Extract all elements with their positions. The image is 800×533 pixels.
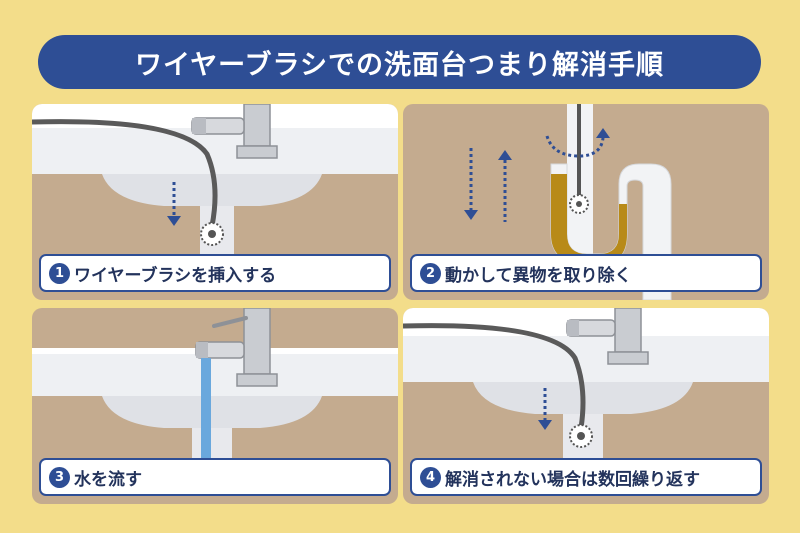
brush-head-icon <box>200 222 224 246</box>
step-2-panel: 2 動かして異物を取り除く <box>403 104 769 300</box>
water-stream <box>201 358 211 488</box>
up-arrow-icon <box>498 150 512 222</box>
down-arrow-icon <box>464 148 478 220</box>
step-number-badge: 3 <box>49 466 70 488</box>
brush-head-icon <box>569 424 593 448</box>
step-number-badge: 4 <box>420 466 441 488</box>
step-3-illustration <box>32 308 398 488</box>
step-1-panel: 1 ワイヤーブラシを挿入する <box>32 104 398 300</box>
step-4-panel: 4 解消されない場合は数回繰り返す <box>403 308 769 504</box>
step-number-badge: 2 <box>420 262 441 284</box>
rotate-arrow-icon <box>545 128 610 158</box>
brush-head-icon <box>569 194 589 214</box>
step-2-caption: 2 動かして異物を取り除く <box>410 254 762 292</box>
step-4-text: 解消されない場合は数回繰り返す <box>445 469 700 490</box>
step-3-text: 水を流す <box>74 469 142 490</box>
faucet-icon <box>191 104 278 159</box>
step-1-illustration <box>32 104 398 266</box>
step-3-caption: 3 水を流す <box>39 458 391 496</box>
down-arrow-icon <box>538 388 552 430</box>
faucet-icon <box>566 308 649 365</box>
step-4-illustration <box>403 308 769 464</box>
step-1-caption: 1 ワイヤーブラシを挿入する <box>39 254 391 292</box>
step-4-caption: 4 解消されない場合は数回繰り返す <box>410 458 762 496</box>
step-2-text: 動かして異物を取り除く <box>445 265 632 286</box>
down-arrow-icon <box>167 182 181 226</box>
faucet-icon <box>195 308 278 387</box>
step-3-panel: 3 水を流す <box>32 308 398 504</box>
title-banner: ワイヤーブラシでの洗面台つまり解消手順 <box>38 35 761 89</box>
step-1-text: ワイヤーブラシを挿入する <box>74 265 277 286</box>
step-number-badge: 1 <box>49 262 70 284</box>
